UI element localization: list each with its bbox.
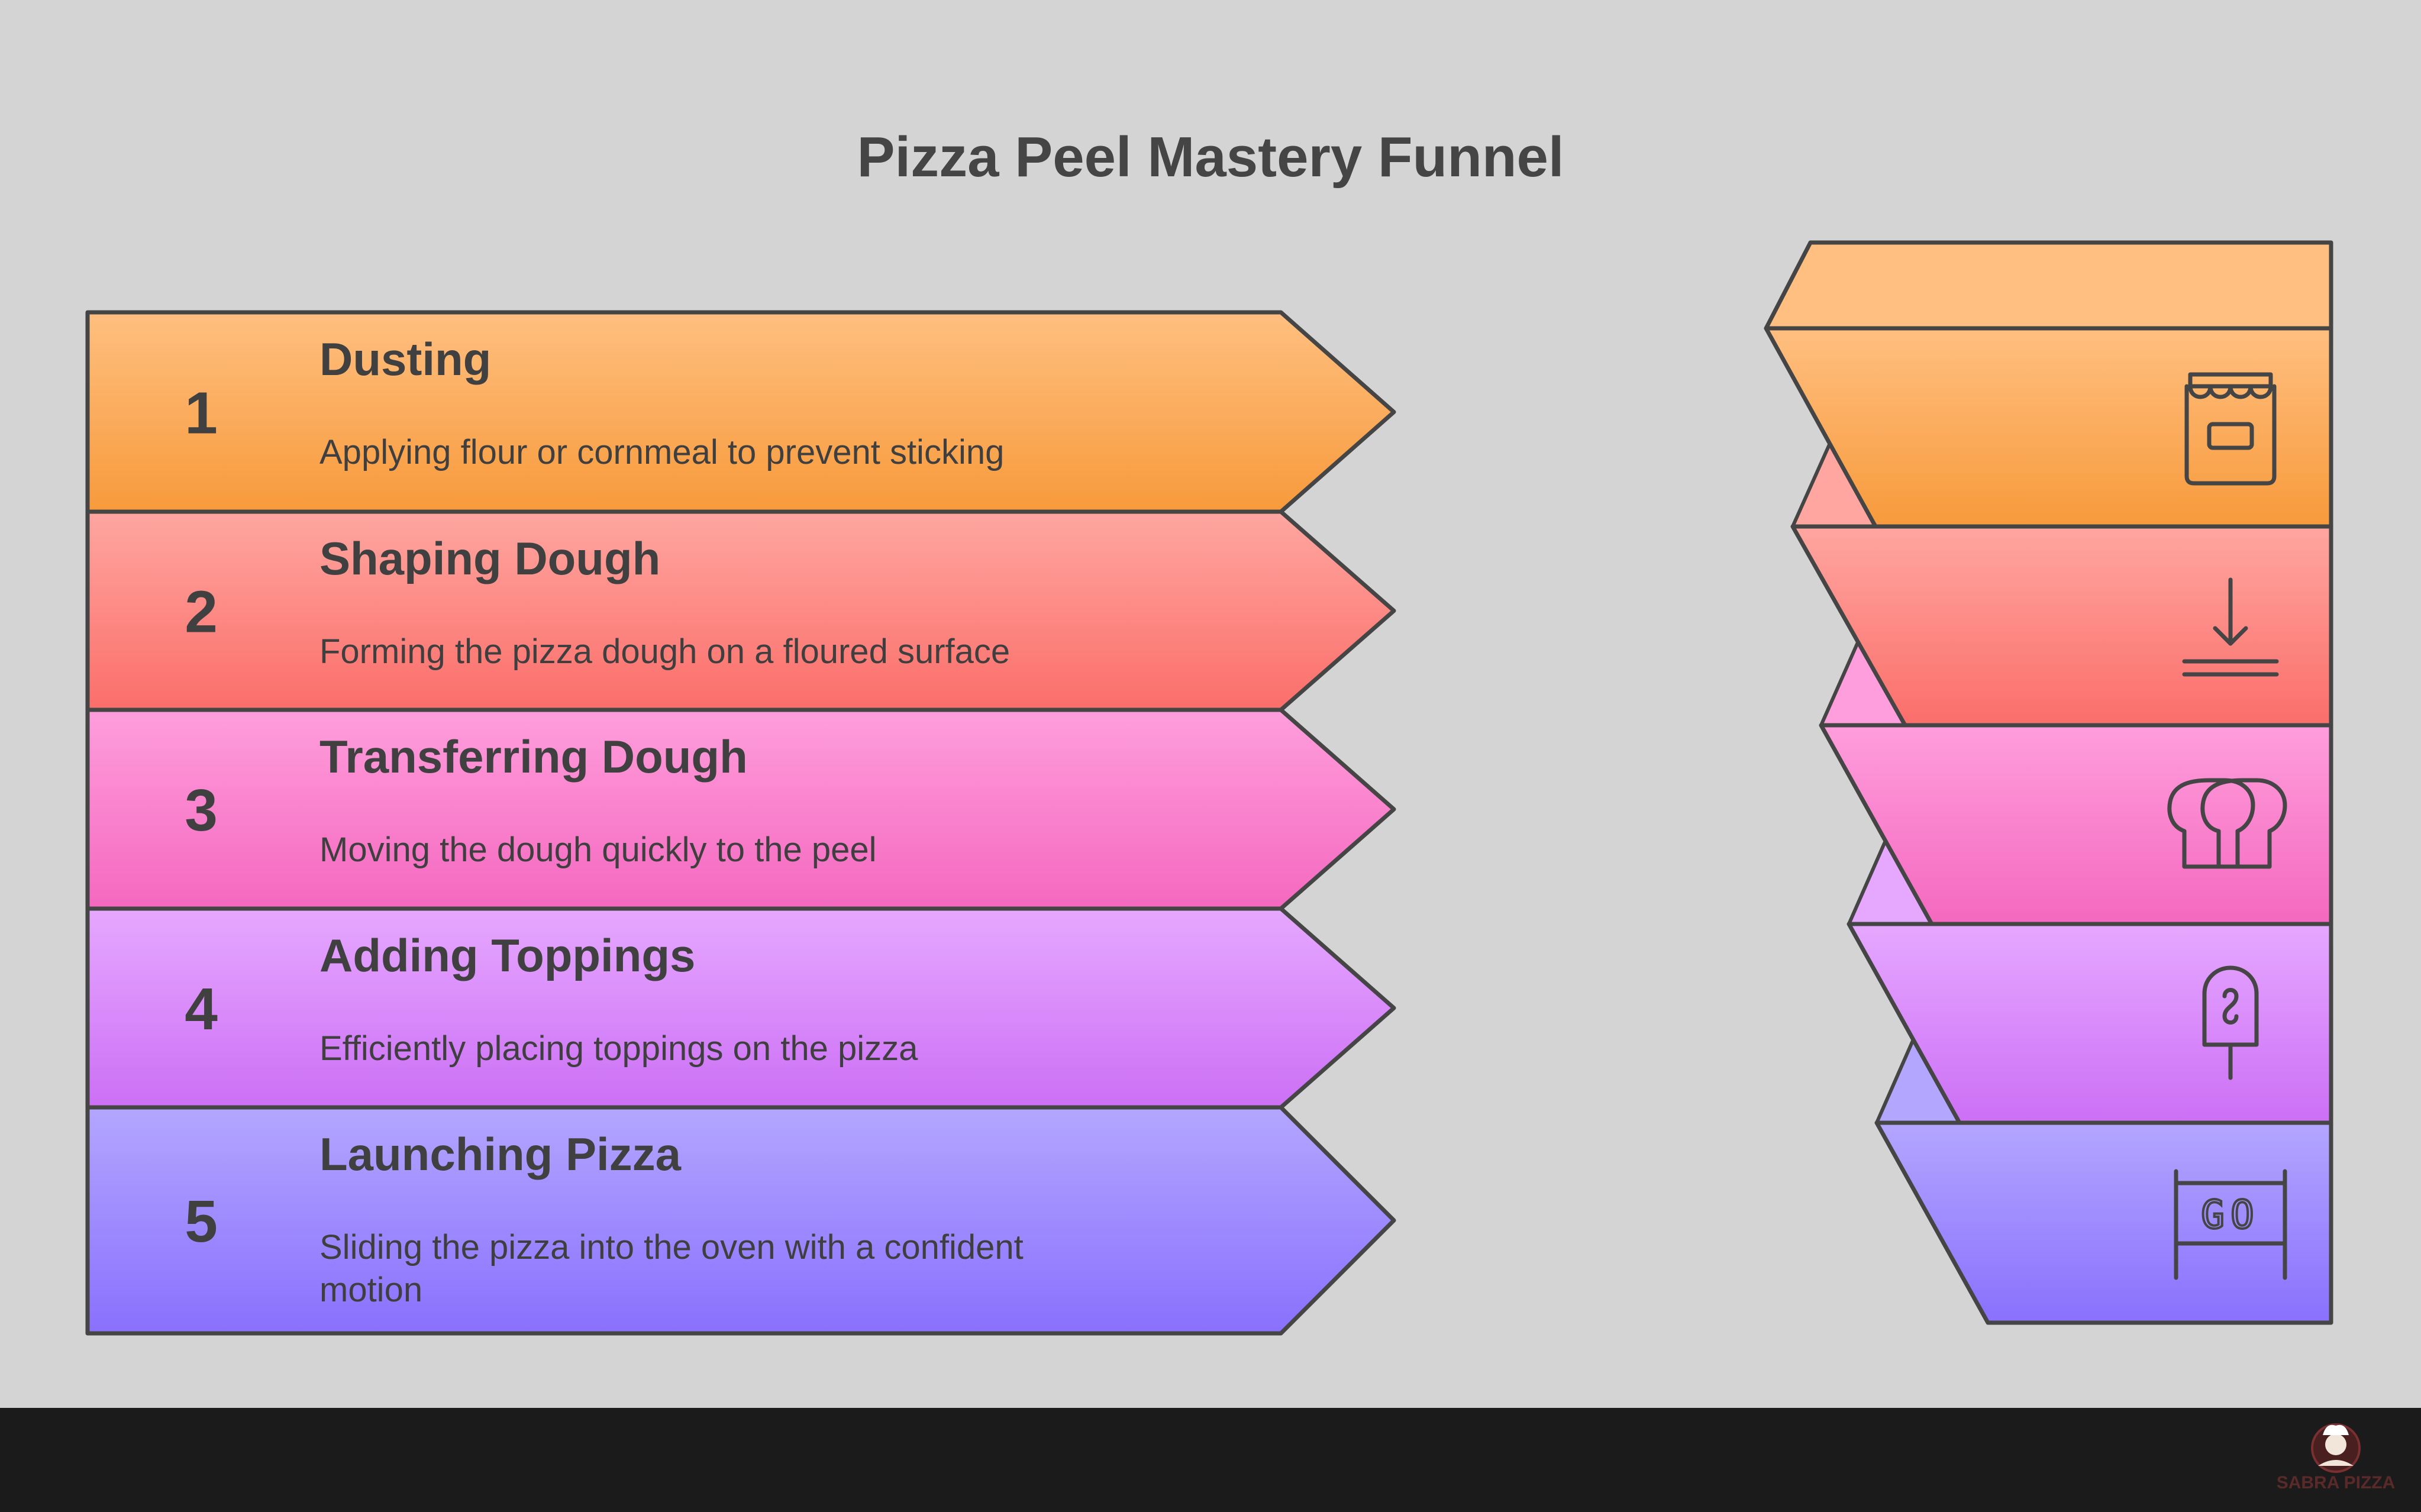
footer-bar (0, 1408, 2421, 1512)
step-title: Adding Toppings (319, 929, 695, 981)
go-sign-label: GO (2201, 1192, 2259, 1238)
go-sign-icon: GO (2174, 1169, 2287, 1280)
step-description: Efficiently placing toppings on the pizz… (319, 1029, 918, 1068)
funnel-graphic (1764, 240, 2333, 1325)
logo-text: SABRA PIZZA (2277, 1473, 2396, 1492)
step-description: motion (319, 1271, 422, 1309)
step-title: Shaping Dough (319, 532, 660, 584)
step-number: 1 (185, 380, 218, 447)
page-title: Pizza Peel Mastery Funnel (857, 125, 1564, 189)
step-title: Launching Pizza (319, 1128, 682, 1180)
step-number: 2 (185, 579, 218, 645)
step-arrow (85, 707, 1396, 911)
step-description: Moving the dough quickly to the peel (319, 831, 877, 869)
funnel-segment (1874, 1120, 2333, 1325)
bread-loaf-icon (2167, 778, 2287, 869)
step-title: Dusting (319, 333, 491, 385)
step-description: Forming the pizza dough on a floured sur… (319, 632, 1010, 671)
step-description: Applying flour or cornmeal to prevent st… (319, 433, 1004, 471)
chef-logo-icon (2311, 1423, 2361, 1473)
step-number: 3 (185, 777, 218, 844)
step-arrow (85, 906, 1396, 1110)
step-arrow (85, 1105, 1396, 1336)
step-title: Transferring Dough (319, 731, 748, 783)
funnel-top-cap (1764, 240, 2333, 331)
step-description: Sliding the pizza into the oven with a c… (319, 1228, 1024, 1267)
storefront-jar-icon (2184, 372, 2277, 486)
step-arrow (85, 310, 1396, 514)
step-number: 5 (185, 1188, 218, 1255)
step-arrow (85, 509, 1396, 712)
arrow-down-to-surface-icon (2182, 577, 2279, 677)
popsicle-icon (2202, 965, 2259, 1080)
step-number: 4 (185, 976, 218, 1042)
